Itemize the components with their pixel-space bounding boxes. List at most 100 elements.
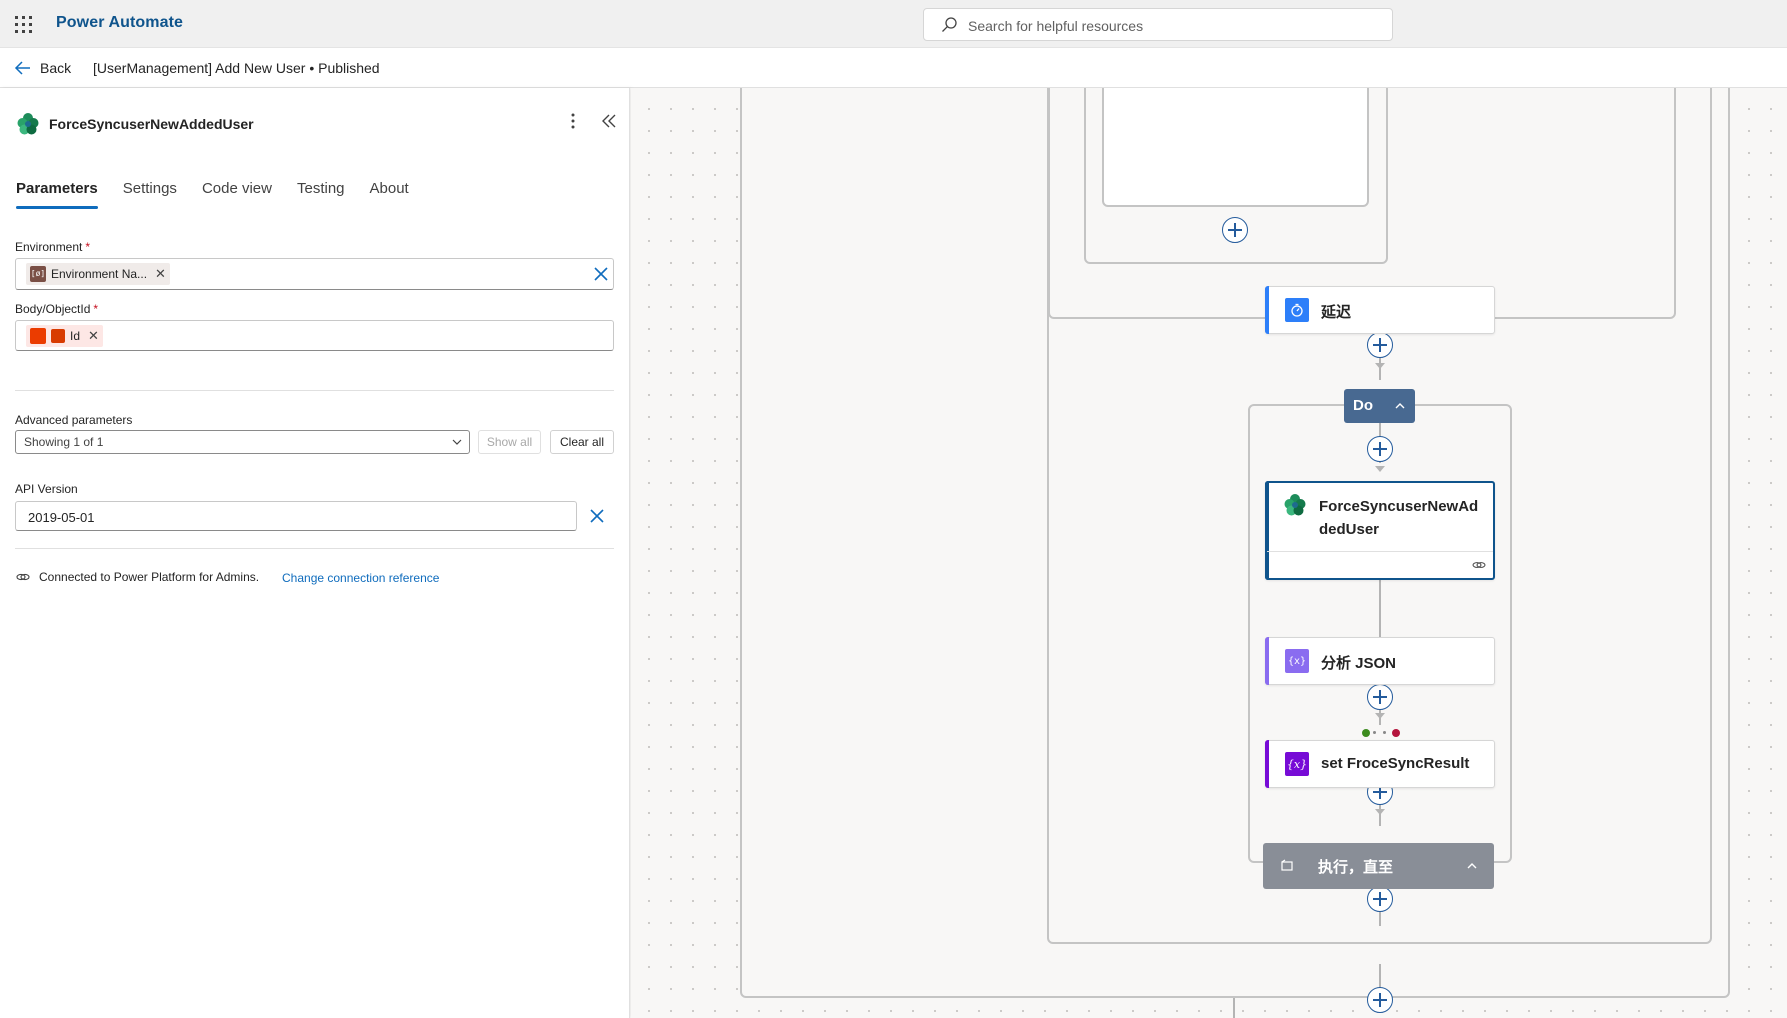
- id-token-label: Id: [70, 329, 81, 343]
- arrow-left-icon: [14, 61, 30, 75]
- tab-code-view[interactable]: Code view: [201, 180, 272, 197]
- inner-action-placeholder: [1102, 88, 1369, 207]
- advanced-parameters-label: Advanced parameters: [15, 413, 133, 427]
- delay-action-label: 延迟: [1321, 304, 1352, 321]
- connector-arrow: [1375, 713, 1385, 719]
- advanced-parameters-value: Showing 1 of 1: [24, 435, 104, 449]
- advanced-parameters-dropdown[interactable]: Showing 1 of 1: [15, 430, 470, 454]
- delay-action-card[interactable]: 延迟: [1265, 286, 1495, 334]
- connector-arrow: [1375, 466, 1385, 472]
- panel-header: ForceSyncuserNewAddedUser: [16, 112, 254, 136]
- variable-token-icon: [ø]: [30, 266, 46, 282]
- loop-scope-container: [1047, 88, 1712, 944]
- card-accent-bar: [1265, 481, 1269, 580]
- connector-line: [1379, 964, 1381, 992]
- api-version-input[interactable]: 2019-05-01: [15, 501, 577, 531]
- tab-settings[interactable]: Settings: [122, 180, 177, 197]
- body-objectid-label-text: Body/ObjectId: [15, 302, 91, 316]
- environment-label: Environment*: [15, 240, 90, 254]
- power-platform-logo-icon: [17, 113, 39, 135]
- app-launcher-icon[interactable]: [15, 16, 32, 33]
- run-after-dot: [1383, 731, 1386, 734]
- remove-token-icon[interactable]: ✕: [88, 328, 99, 343]
- body-objectid-label: Body/ObjectId*: [15, 302, 98, 316]
- do-until-label: 执行，直至: [1318, 859, 1394, 876]
- parse-json-action-card[interactable]: {x} 分析 JSON: [1265, 637, 1495, 685]
- search-box[interactable]: Search for helpful resources: [923, 8, 1393, 41]
- clear-api-version-icon[interactable]: [588, 507, 606, 525]
- environment-field[interactable]: [ø] Environment Na... ✕: [15, 258, 614, 290]
- add-action-button[interactable]: [1222, 217, 1248, 243]
- do-label: Do: [1353, 397, 1373, 414]
- clear-all-button[interactable]: Clear all: [550, 430, 614, 454]
- force-sync-action-label: ForceSyncuserNewAd dedUser: [1319, 495, 1478, 541]
- action-label-line: ForceSyncuserNewAd: [1319, 498, 1479, 515]
- back-button[interactable]: Back: [14, 57, 71, 79]
- office-icon: [30, 328, 46, 344]
- flow-canvas[interactable]: 延迟 Do ForceSyncuserNewAd dedUser {x} 分析 …: [631, 88, 1787, 1018]
- data-operation-icon: {x}: [1285, 649, 1309, 673]
- set-variable-label: set FroceSyncResult: [1321, 755, 1470, 772]
- more-options-icon[interactable]: [562, 110, 584, 132]
- api-version-label: API Version: [15, 482, 78, 496]
- app-name[interactable]: Power Automate: [56, 14, 184, 31]
- force-sync-action-card[interactable]: ForceSyncuserNewAd dedUser: [1265, 481, 1495, 580]
- do-until-scope-header[interactable]: 执行，直至: [1263, 843, 1494, 889]
- required-marker: *: [93, 302, 99, 316]
- action-label-line: dedUser: [1319, 521, 1380, 538]
- chevron-up-icon[interactable]: [1466, 860, 1478, 872]
- flow-title: [UserManagement] Add New User • Publishe…: [93, 60, 380, 76]
- add-action-button[interactable]: [1367, 684, 1393, 710]
- connector-arrow: [1375, 363, 1385, 369]
- chevron-up-icon[interactable]: [1394, 400, 1406, 412]
- connector-line: [1233, 998, 1235, 1018]
- show-all-button[interactable]: Show all: [478, 430, 541, 454]
- remove-token-icon[interactable]: ✕: [155, 266, 166, 281]
- command-bar: Back [UserManagement] Add New User • Pub…: [0, 48, 1787, 88]
- divider: [15, 548, 614, 549]
- add-action-button[interactable]: [1367, 332, 1393, 358]
- connector-line: [1379, 579, 1381, 649]
- add-action-button[interactable]: [1367, 987, 1393, 1013]
- chevron-down-icon: [452, 439, 462, 445]
- divider: [15, 390, 614, 391]
- tab-testing[interactable]: Testing: [296, 180, 345, 197]
- card-accent-bar: [1265, 286, 1269, 334]
- top-bar: Power Automate Search for helpful resour…: [0, 0, 1787, 48]
- back-label: Back: [40, 60, 72, 76]
- connector-arrow: [1375, 809, 1385, 815]
- link-icon: [16, 573, 30, 581]
- add-action-button[interactable]: [1367, 436, 1393, 462]
- environment-label-text: Environment: [15, 240, 83, 254]
- collapse-panel-icon[interactable]: [598, 110, 620, 132]
- do-scope-header[interactable]: Do: [1344, 389, 1415, 423]
- action-details-panel: ForceSyncuserNewAddedUser Parameters Set…: [0, 88, 630, 1018]
- clear-field-icon[interactable]: [592, 265, 610, 283]
- search-icon: [942, 17, 957, 32]
- set-variable-action-card[interactable]: {x} set FroceSyncResult: [1265, 740, 1495, 788]
- add-action-button[interactable]: [1367, 886, 1393, 912]
- connection-text: Connected to Power Platform for Admins.: [39, 570, 260, 584]
- required-marker: *: [85, 240, 91, 254]
- loop-icon: [1281, 859, 1293, 871]
- panel-tabs: Parameters Settings Code view Testing Ab…: [16, 180, 434, 209]
- run-after-failure-dot: [1392, 729, 1400, 737]
- body-objectid-field[interactable]: Id ✕: [15, 320, 614, 351]
- card-accent-bar: [1265, 637, 1269, 685]
- parse-json-label: 分析 JSON: [1321, 655, 1397, 672]
- environment-token-label: Environment Na...: [51, 267, 148, 281]
- tab-about[interactable]: About: [369, 180, 409, 197]
- environment-token[interactable]: [ø] Environment Na... ✕: [26, 263, 170, 285]
- variable-icon: {x}: [1285, 752, 1309, 776]
- link-icon: [1472, 562, 1486, 568]
- panel-title: ForceSyncuserNewAddedUser: [49, 116, 254, 132]
- power-platform-logo-icon: [1284, 494, 1306, 516]
- timer-icon: [1285, 298, 1309, 322]
- change-connection-link[interactable]: Change connection reference: [282, 571, 440, 585]
- id-token[interactable]: Id ✕: [26, 325, 103, 347]
- tab-parameters[interactable]: Parameters: [16, 180, 98, 209]
- search-placeholder: Search for helpful resources: [968, 18, 1144, 34]
- connection-status: Connected to Power Platform for Admins.: [16, 570, 259, 584]
- card-divider: [1267, 551, 1493, 552]
- api-version-value: 2019-05-01: [28, 510, 95, 525]
